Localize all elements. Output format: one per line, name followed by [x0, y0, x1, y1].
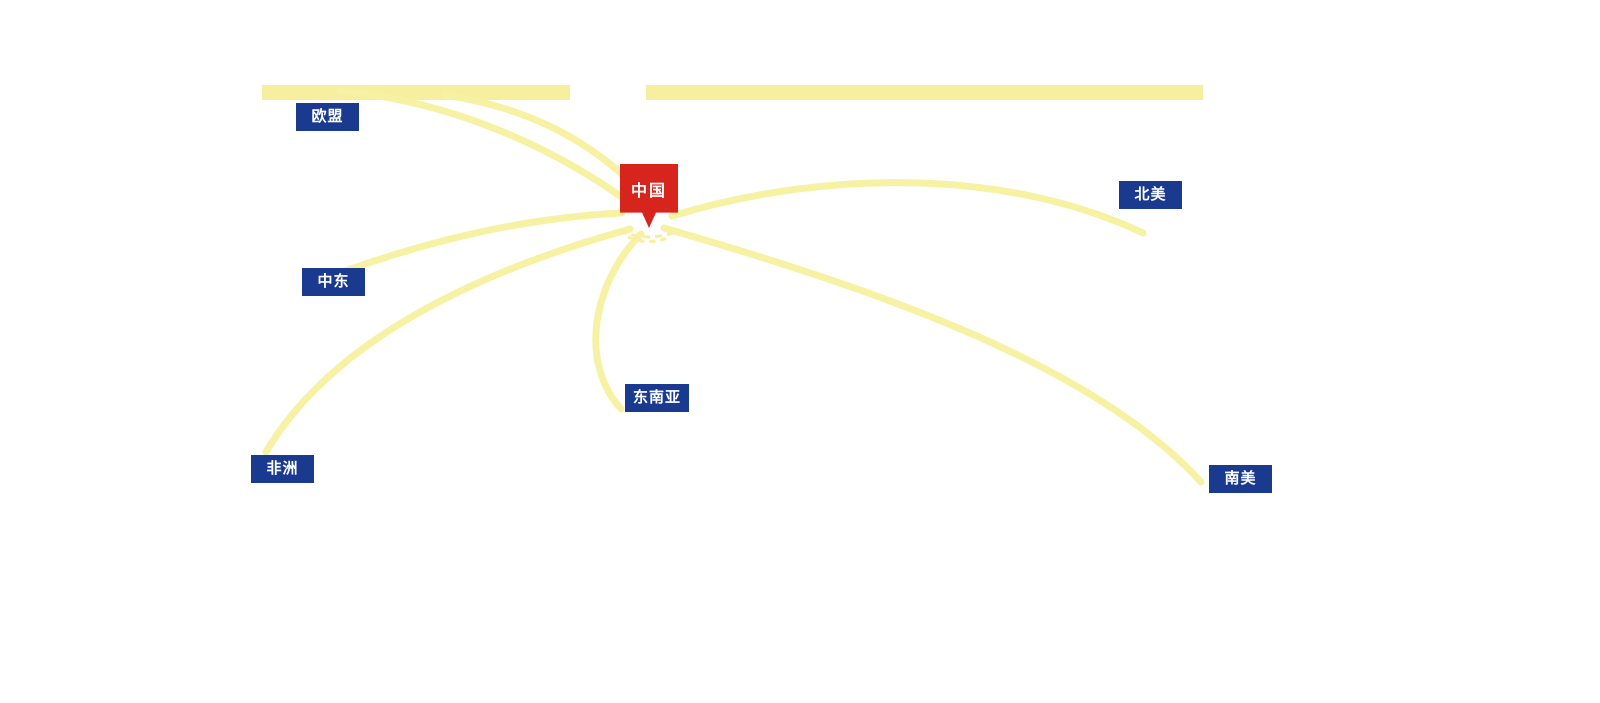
- pin-ripple-dashed-outer: [619, 229, 679, 239]
- top-bar-left-segment: [262, 85, 570, 100]
- pin-ripple-dashed-inner: [627, 235, 671, 243]
- region-label-southeast-asia: 东南亚: [625, 384, 690, 412]
- region-label-africa: 非洲: [251, 455, 314, 483]
- region-label-south-america: 南美: [1209, 465, 1272, 493]
- region-label-middle-east: 中东: [302, 268, 365, 296]
- top-bar-right-segment: [646, 85, 1203, 100]
- china-pin-label: 中国: [630, 182, 667, 200]
- route-china-southeast-asia: [592, 230, 645, 413]
- region-label-eu: 欧盟: [296, 103, 359, 131]
- route-china-south-america: [660, 224, 1205, 486]
- route-china-eu-outer: [336, 87, 638, 210]
- route-china-africa: [262, 225, 634, 456]
- route-china-north-america: [668, 179, 1147, 237]
- route-china-middle-east: [311, 209, 626, 286]
- route-china-eu-inner: [441, 91, 650, 202]
- region-label-north-america: 北美: [1119, 181, 1182, 209]
